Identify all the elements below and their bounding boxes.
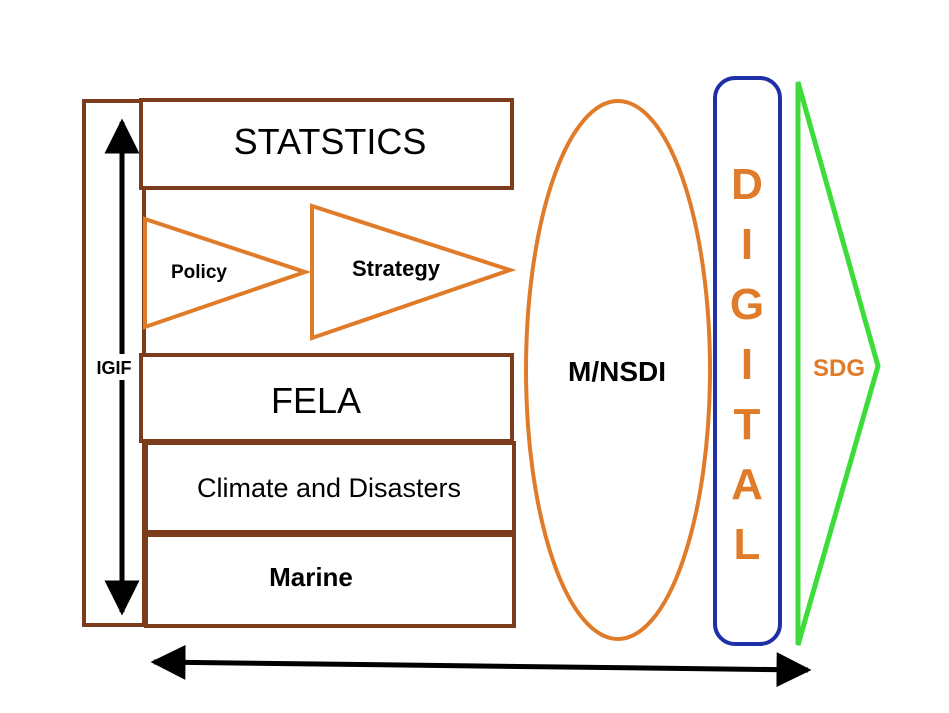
digital-letter: G [730, 280, 764, 329]
digital-box [713, 76, 782, 646]
climate-box [144, 441, 516, 534]
policy-label: Policy [171, 262, 227, 283]
nsdi-ellipse [524, 99, 712, 641]
strategy-label: Strategy [352, 256, 441, 281]
digital-letter: L [734, 520, 761, 569]
statistics-box [139, 98, 514, 190]
sdg-arrow [795, 81, 881, 646]
policy-triangle [143, 216, 312, 330]
bottom-horizontal-arrow [150, 644, 812, 688]
marine-box [144, 533, 516, 628]
digital-letter: T [734, 400, 761, 449]
digital-letter: I [741, 220, 753, 269]
sdg-label: SDG [813, 355, 865, 382]
marine-label: Marine [269, 562, 353, 592]
digital-letter: D [731, 160, 763, 209]
climate-label: Climate and Disasters [197, 473, 461, 503]
digital-letter: I [741, 340, 753, 389]
fela-box [139, 353, 514, 443]
fela-label: FELA [271, 380, 361, 421]
nsdi-label: M/NSDI [568, 356, 666, 387]
strategy-triangle [310, 203, 517, 341]
digital-letters: D I G I T A L [730, 160, 764, 569]
statistics-label: STATSTICS [234, 121, 427, 162]
igif-label-backdrop [90, 354, 138, 380]
digital-letter: A [731, 460, 763, 509]
igif-label: IGIF [97, 358, 132, 378]
